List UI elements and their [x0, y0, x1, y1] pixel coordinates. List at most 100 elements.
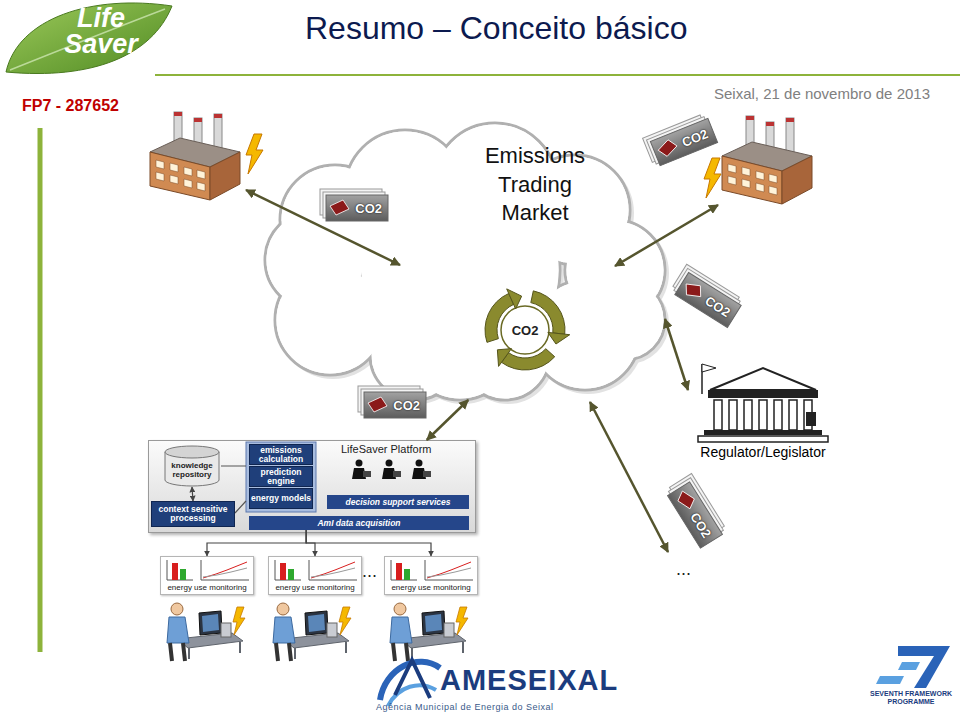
node-text: LifeSaver Platform — [341, 443, 475, 455]
certificate-card-part — [681, 279, 705, 302]
mini-chart-part — [275, 560, 301, 580]
service-bar: AmI data acquisition — [249, 516, 469, 530]
ameseixal-swoosh-part — [395, 660, 430, 698]
certificate-card — [670, 264, 745, 327]
platform-art-part — [423, 471, 431, 477]
connector-arrow — [306, 530, 431, 556]
certificate-card-part — [650, 118, 717, 165]
mini-chart-part — [311, 562, 355, 578]
node-text: decision support services — [346, 498, 451, 507]
government-building-part — [714, 400, 722, 430]
module-box: emissions calculation — [249, 444, 313, 465]
logo-text: Life Saver — [58, 6, 144, 57]
certificate-label: CO2 — [675, 273, 741, 328]
ellipsis: ... — [676, 559, 691, 580]
node-text: AmI data acquisition — [317, 519, 400, 528]
lightning-icon — [246, 134, 263, 174]
agency-logo-text: AMESEIXAL — [440, 664, 618, 697]
slide-title: Resumo – Conceito básico — [305, 10, 687, 47]
side-rule — [38, 128, 43, 652]
platform-art-part — [416, 460, 423, 467]
mini-chart-part — [396, 563, 402, 580]
cylinder-outline-part — [165, 446, 219, 458]
connector-arrow — [427, 400, 468, 440]
mini-chart-part — [427, 562, 471, 578]
mini-chart-part — [311, 568, 355, 577]
certificate-label: CO2 — [326, 195, 388, 221]
service-bar: decision support services — [327, 495, 469, 509]
date-line: Seixal, 21 de novembro de 2013 — [560, 85, 930, 102]
agency-tagline: Agência Municipal de Energia do Seixal — [376, 702, 554, 712]
certificate-label: CO2 — [668, 482, 723, 548]
worker-at-desk — [167, 603, 245, 661]
certificate-card — [643, 113, 718, 168]
government-building-part — [789, 400, 797, 430]
mini-chart-part — [167, 560, 193, 580]
ellipsis: ... — [362, 561, 377, 582]
mini-chart-part — [391, 560, 417, 580]
cycle-arrows-part — [485, 293, 514, 342]
government-building-part — [774, 400, 782, 430]
cycle-arrows-part — [548, 332, 570, 344]
government-building-part — [806, 412, 816, 426]
node-text: context sensitive processing — [152, 505, 234, 523]
project-number: FP7 - 287652 — [22, 97, 119, 115]
trade-arrow — [590, 402, 668, 552]
node-text: Regulator/Legislator — [688, 444, 838, 460]
government-building-part — [729, 400, 737, 430]
platform-art-part — [363, 471, 371, 477]
mini-chart-part — [203, 562, 247, 578]
mini-chart-part — [425, 560, 473, 580]
certificate-card-part — [675, 273, 741, 328]
mini-chart-part — [288, 569, 294, 580]
ameseixal-swoosh-part — [380, 662, 440, 700]
node-text: energy use monitoring — [161, 583, 253, 594]
logo-leaf-part — [6, 3, 172, 74]
mini-chart — [385, 557, 477, 583]
market-cloud: CO2 Emissions Trading Market — [255, 130, 665, 400]
certificate-card — [664, 474, 727, 549]
node-text: Emissions Trading Market — [475, 142, 595, 228]
cloud-outline-part — [266, 211, 363, 308]
certificate-card-part — [675, 488, 698, 512]
cycle-arrows-part — [501, 306, 549, 354]
government-building-part — [708, 390, 818, 398]
mini-chart-part — [203, 568, 247, 577]
connector-arrow — [207, 530, 306, 556]
module-box: prediction engine — [249, 466, 313, 487]
mini-chart-part — [280, 563, 286, 580]
programme-logo-text: SEVENTH FRAMEWORK PROGRAMME — [864, 690, 958, 705]
mini-chart — [161, 557, 253, 583]
lightning-icon — [704, 158, 721, 198]
mini-chart-part — [201, 560, 249, 580]
factory-icon — [150, 112, 240, 200]
worker-at-desk — [390, 603, 468, 661]
platform-art-part — [356, 460, 363, 467]
certificate-label: CO2 — [650, 118, 717, 165]
node-text: CO2 — [512, 323, 539, 338]
certificate-card-part — [656, 138, 679, 159]
module-box: energy models — [249, 488, 313, 509]
fp7-logo-part — [898, 646, 950, 688]
government-building-part — [702, 364, 716, 372]
ameseixal-swoosh — [380, 660, 440, 706]
repository-cylinder: knowledge repository — [163, 445, 221, 487]
certificate-card-part — [668, 482, 723, 548]
node-text: energy use monitoring — [385, 583, 477, 594]
certificate-card-part — [368, 397, 387, 412]
node-text: energy use monitoring — [269, 583, 361, 594]
cycle-arrows-part — [507, 289, 522, 309]
fp7-logo-part — [898, 662, 920, 670]
government-building-part — [710, 368, 816, 390]
regulator-building: Regulator/Legislator — [688, 360, 838, 460]
platform-box: knowledge repository emissions calculatio… — [148, 440, 476, 533]
node-text: prediction engine — [250, 468, 312, 486]
cloud-outline — [255, 130, 665, 400]
connector-arrow — [306, 530, 315, 556]
government-building-part — [759, 400, 767, 430]
fp7-logo — [876, 646, 950, 688]
co2-cycle: CO2 — [480, 285, 570, 375]
node-text: knowledge repository — [163, 453, 221, 479]
platform-art-part — [386, 460, 393, 467]
